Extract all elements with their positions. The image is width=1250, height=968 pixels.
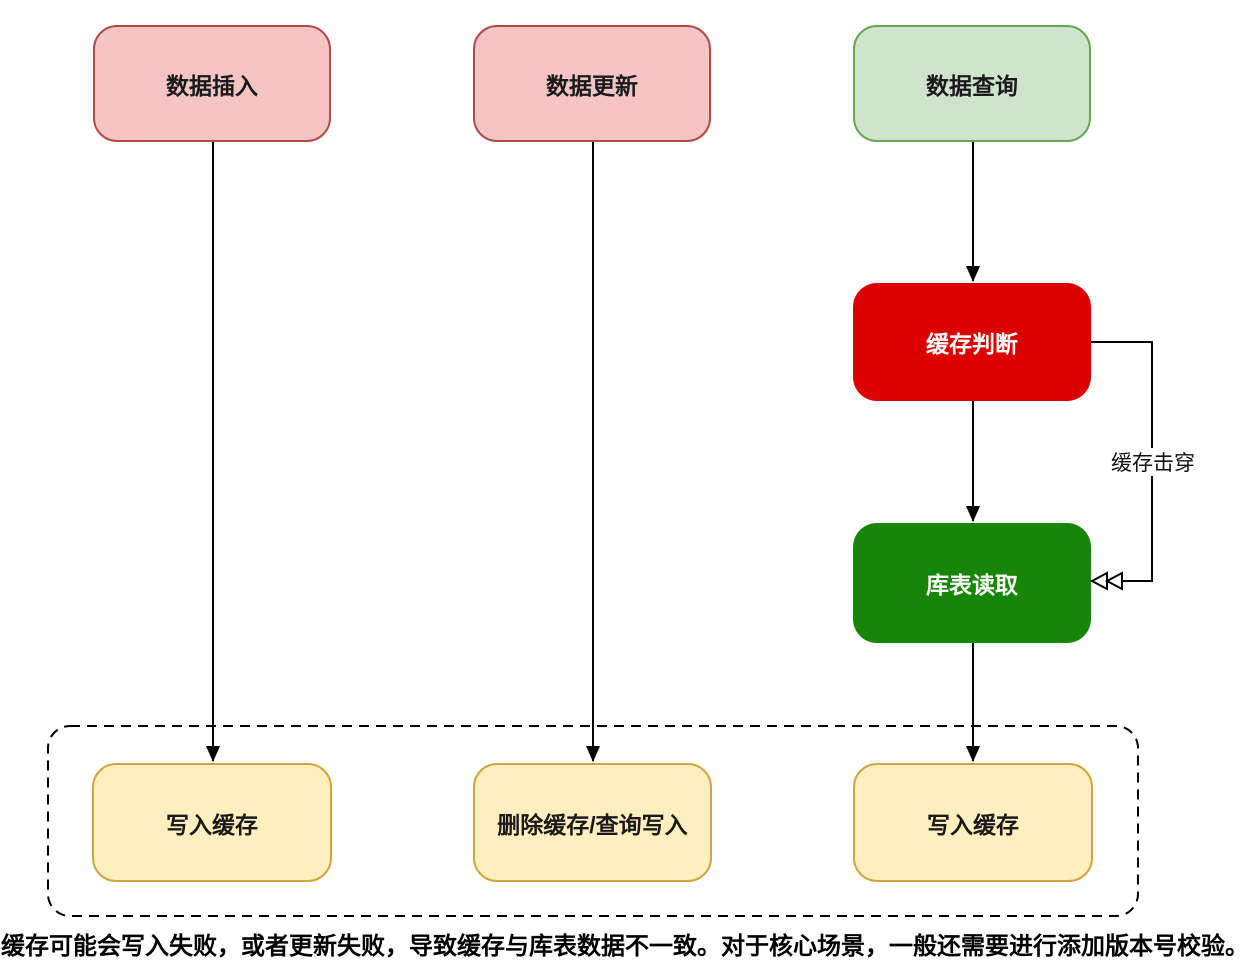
node-write-cache-2: 写入缓存 [853, 763, 1093, 882]
node-data-insert: 数据插入 [93, 25, 331, 142]
node-data-update-label: 数据更新 [546, 72, 638, 99]
node-data-query: 数据查询 [853, 25, 1091, 142]
node-data-insert-label: 数据插入 [166, 72, 258, 99]
node-data-query-label: 数据查询 [926, 72, 1018, 99]
node-write-cache-1-label: 写入缓存 [166, 811, 258, 838]
double-chevron-arrowhead-inner [1104, 571, 1123, 591]
node-delete-cache: 删除缓存/查询写入 [473, 763, 712, 882]
footnote: 缓存可能会写入失败，或者更新失败，导致缓存与库表数据不一致。对于核心场景，一般还… [1, 933, 1249, 960]
node-cache-check-label: 缓存判断 [926, 331, 1018, 357]
node-db-read: 库表读取 [853, 523, 1091, 643]
node-data-update: 数据更新 [473, 25, 711, 142]
node-cache-check: 缓存判断 [853, 283, 1091, 401]
edge-label-cache-breakdown: 缓存击穿 [1104, 448, 1202, 476]
node-db-read-label: 库表读取 [926, 572, 1018, 598]
node-write-cache-2-label: 写入缓存 [927, 811, 1019, 838]
node-write-cache-1: 写入缓存 [92, 763, 332, 882]
double-chevron-arrowhead-outer [1089, 571, 1108, 591]
node-delete-cache-label: 删除缓存/查询写入 [497, 811, 688, 838]
